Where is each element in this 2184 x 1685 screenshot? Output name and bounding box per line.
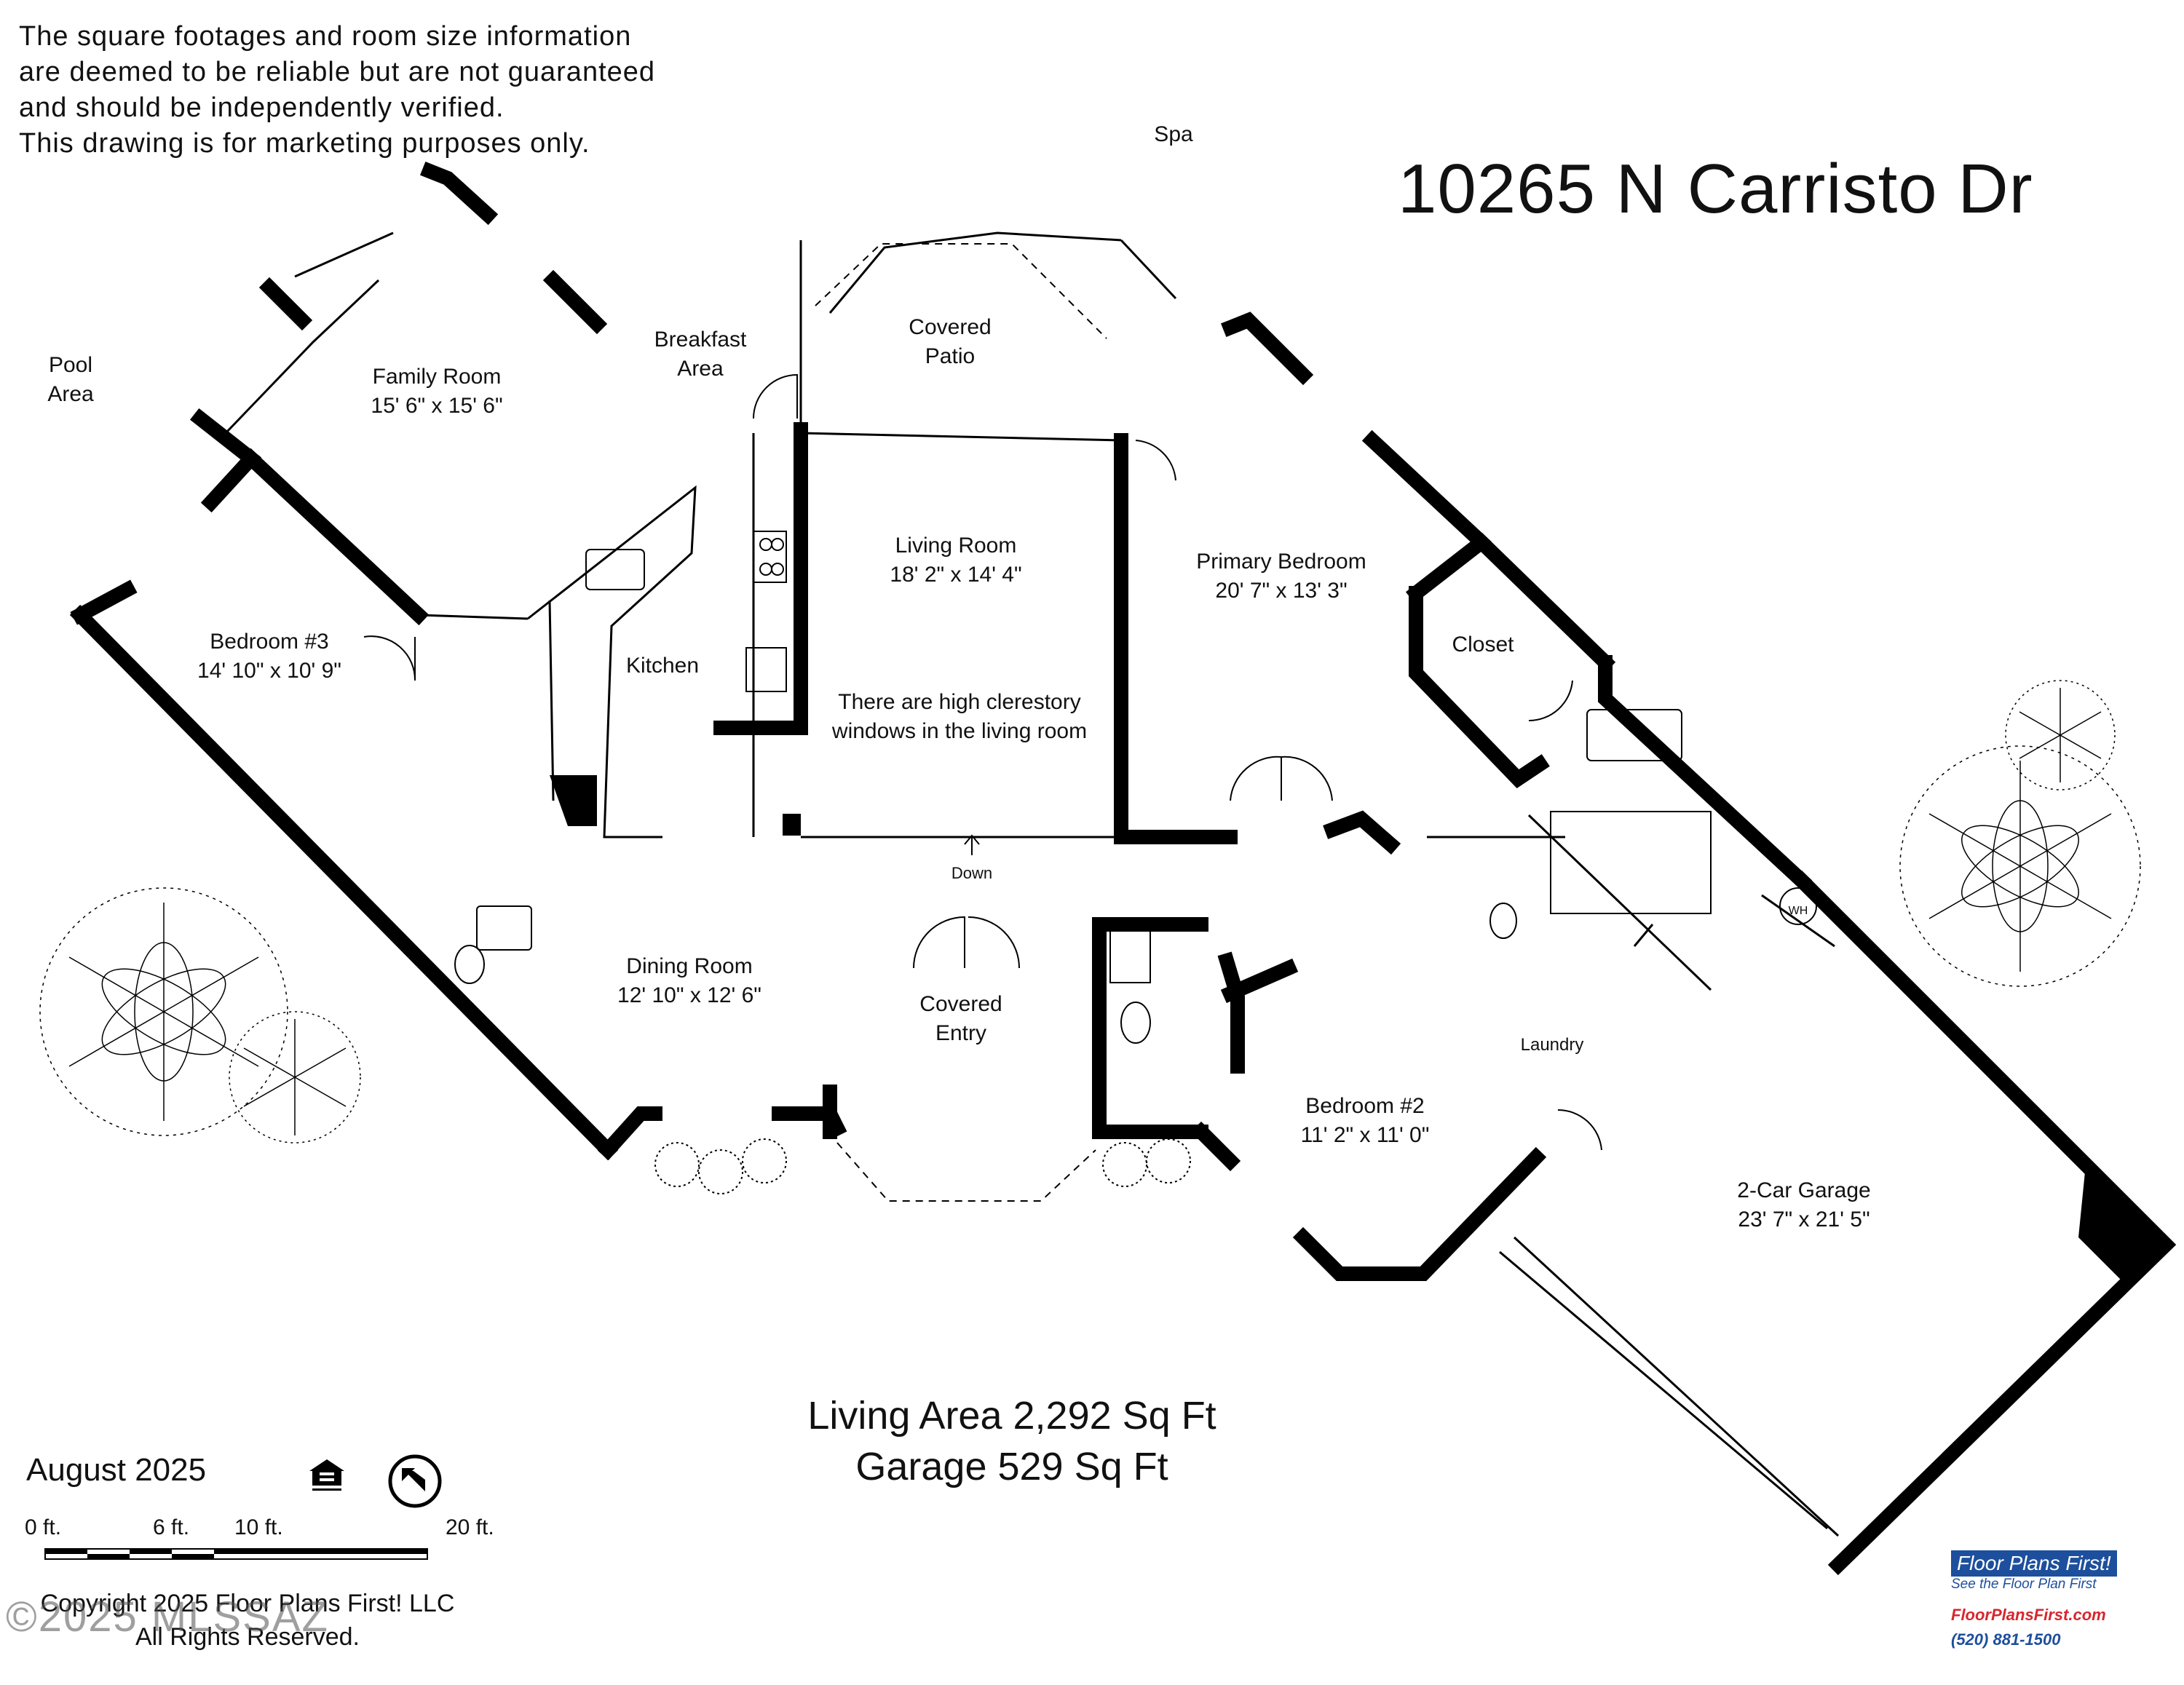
equal-housing-icon [309, 1459, 344, 1491]
drawing-date: August 2025 [26, 1452, 207, 1488]
kitchen-corner [550, 775, 597, 826]
exterior-walls [69, 162, 2177, 1576]
laundry-label: Laundry [1520, 1035, 1584, 1055]
interior-lines [224, 231, 1840, 1537]
north-arrow-icon [388, 1454, 442, 1508]
floor-plans-first-logo: Floor Plans First! See the Floor Plan Fi… [1951, 1550, 2169, 1649]
logo-tagline: See the Floor Plan First [1951, 1577, 2097, 1592]
door-swings [363, 373, 1602, 1151]
logo-brand: Floor Plans First! [1951, 1550, 2117, 1577]
scale-label-0: 0 ft. [25, 1515, 62, 1539]
disclaimer-line: are deemed to be reliable but are not gu… [19, 57, 656, 87]
covered-patio-outline [815, 243, 1107, 1202]
scale-label-6: 6 ft. [153, 1515, 190, 1539]
living-area: Living Area 2,292 Sq Ft [807, 1394, 1216, 1438]
shrubs [654, 1138, 1191, 1194]
kitchen-label: Kitchen [625, 654, 700, 678]
garage-corner [2078, 1165, 2166, 1285]
down-label: Down [951, 864, 993, 882]
disclaimer-line: The square footages and room size inform… [19, 21, 632, 52]
scale-label-20: 20 ft. [446, 1515, 494, 1539]
disclaimer: The square footages and room size inform… [19, 19, 674, 162]
logo-phone: (520) 881-1500 [1951, 1630, 2061, 1649]
property-address: 10265 N Carristo Dr [1398, 150, 2033, 228]
mls-watermark: ©2025 MLSSAZ [6, 1593, 329, 1641]
disclaimer-line: and should be independently verified. [19, 92, 505, 123]
scale-label-10: 10 ft. [234, 1515, 283, 1539]
logo-url: FloorPlansFirst.com [1951, 1606, 2106, 1624]
garage-area: Garage 529 Sq Ft [855, 1445, 1168, 1488]
scale-bar [44, 1548, 428, 1560]
pillar [783, 814, 801, 836]
area-totals: Living Area 2,292 Sq Ft Garage 529 Sq Ft [807, 1390, 1216, 1492]
water-heater-label: WH [1788, 905, 1808, 917]
tree-illustrations [39, 680, 2141, 1143]
copyright: Copyright 2025 Floor Plans First! LLC Al… [40, 1590, 455, 1651]
down-arrow-icon [964, 834, 980, 855]
fixtures [454, 531, 1817, 1044]
closet-label: Closet [1452, 633, 1514, 657]
spa-label: Spa [1154, 122, 1193, 146]
disclaimer-line: This drawing is for marketing purposes o… [19, 128, 590, 159]
